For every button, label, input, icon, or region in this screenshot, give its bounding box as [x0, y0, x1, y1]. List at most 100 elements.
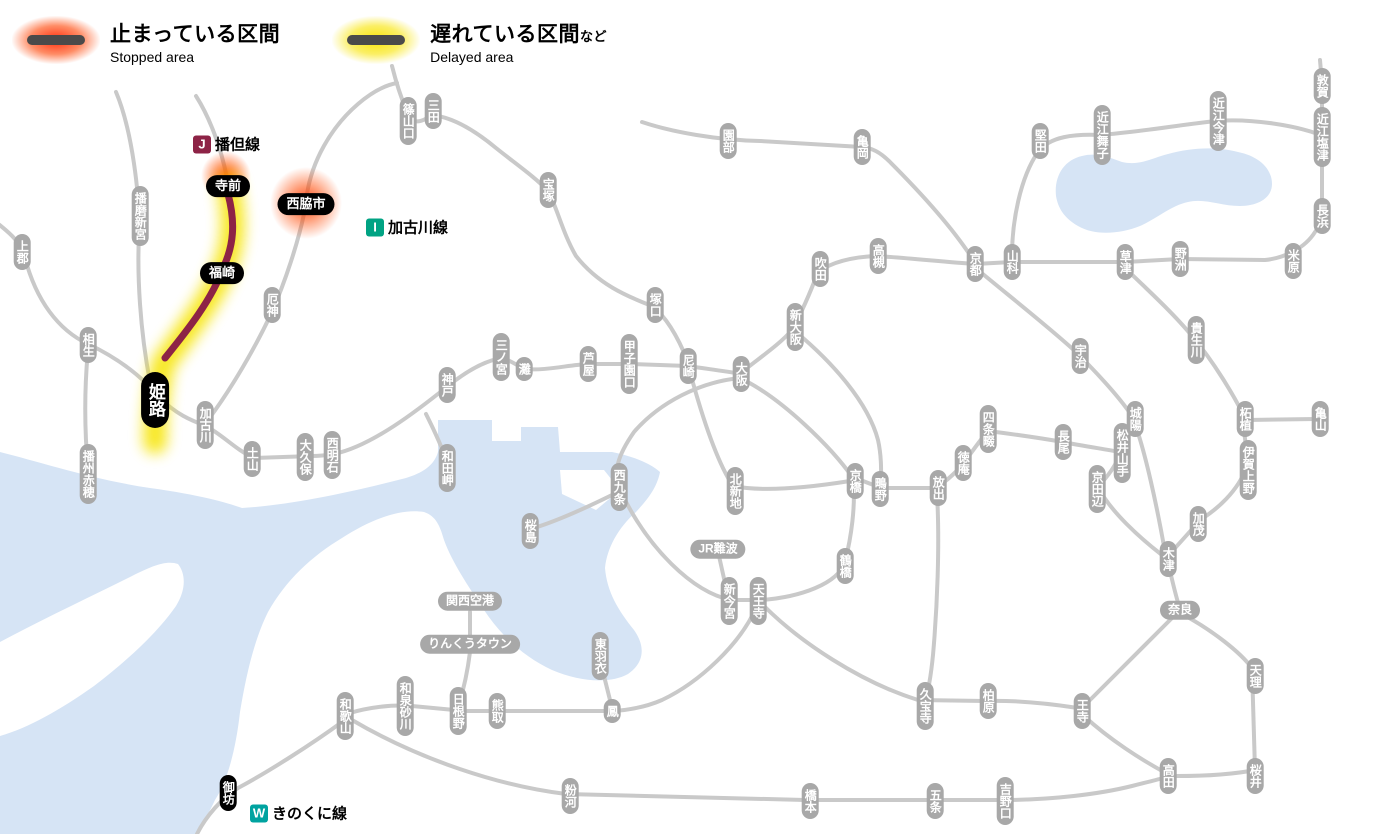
rail-tozai-line — [688, 370, 852, 491]
station-pill: 天王寺 — [749, 577, 767, 625]
rail-sagano-line — [640, 120, 974, 260]
station-pill-highlighted: 姫路 — [141, 372, 169, 428]
legend-stopped: 止まっている区間 Stopped area — [12, 16, 280, 65]
station-pill: 園部 — [719, 123, 737, 159]
station-pill: 近江舞子 — [1093, 105, 1111, 165]
station-pill: 和田岬 — [438, 444, 456, 492]
station-pill: 宇治 — [1071, 338, 1089, 374]
station-pill: 京橋 — [846, 463, 864, 499]
station-pill: 播州赤穂 — [79, 444, 97, 504]
line-name: きのくに線 — [272, 805, 348, 823]
station-pill: 吉野口 — [996, 777, 1014, 825]
station-pill: 相生 — [79, 327, 97, 363]
station-pill: 播磨新宮 — [131, 186, 149, 246]
station-pill: 粉河 — [561, 778, 579, 814]
station-pill: 五条 — [926, 783, 944, 819]
station-pill: 西九条 — [610, 463, 628, 511]
station-pill: 三田 — [424, 93, 442, 129]
station-pill-highlighted: 寺前 — [205, 175, 251, 197]
legend-stopped-en: Stopped area — [110, 49, 195, 65]
station-pill: 王寺 — [1073, 693, 1091, 729]
station-pill: 和泉砂川 — [396, 676, 414, 736]
line-name: 播但線 — [215, 136, 261, 154]
legend: 止まっている区間 Stopped area 遅れている区間など Delayed … — [12, 16, 607, 65]
station-pill: 加茂 — [1189, 506, 1207, 542]
station-pill: 鶴橋 — [836, 548, 854, 584]
station-pill: 新今宮 — [720, 577, 738, 625]
station-pill: 柏原 — [979, 683, 997, 719]
rail-kinokuni-line — [195, 720, 344, 834]
rail-wakayama-line — [350, 718, 1169, 802]
station-pill: 北新地 — [726, 467, 744, 515]
legend-delayed-en: Delayed area — [430, 49, 514, 65]
station-pill: りんくうタウン — [420, 634, 520, 654]
station-pill: 加古川 — [196, 401, 214, 449]
stopped-area-swatch — [12, 16, 100, 64]
station-pill: 東羽衣 — [591, 632, 609, 680]
station-pill: 吹田 — [811, 251, 829, 287]
line-symbol-icon: J — [193, 135, 211, 153]
station-pill: 奈良 — [1159, 600, 1201, 620]
station-pill: 高槻 — [869, 238, 887, 274]
station-pill: 城陽 — [1126, 401, 1144, 437]
station-pill: 塚口 — [646, 287, 664, 323]
station-pill: 土山 — [243, 441, 261, 477]
station-pill: 山科 — [1003, 244, 1021, 280]
station-pill: 木津 — [1159, 541, 1177, 577]
line-name: 加古川線 — [388, 219, 449, 237]
station-pill: 大阪 — [732, 356, 750, 392]
station-pill: 草津 — [1116, 244, 1134, 280]
station-pill: 柘植 — [1236, 401, 1254, 437]
station-pill: 鴫野 — [871, 471, 889, 507]
delayed-line-sample — [347, 35, 406, 45]
rail-yumesaki-line — [532, 490, 620, 530]
station-pill: 堅田 — [1031, 123, 1049, 159]
station-pill: 野洲 — [1171, 241, 1189, 277]
station-pill: 三ノ宮 — [492, 333, 510, 381]
station-pill: 和歌山 — [336, 692, 354, 740]
station-pill: 西明石 — [323, 431, 341, 479]
stopped-line-sample — [27, 35, 85, 45]
station-pill: 日根野 — [449, 687, 467, 735]
legend-delayed-suffix: など — [579, 29, 607, 44]
station-pill: 橋本 — [801, 783, 819, 819]
rail-kusatsu-line — [1123, 266, 1245, 416]
station-pill: 熊取 — [488, 693, 506, 729]
station-pill: 天理 — [1246, 658, 1264, 694]
station-pill-highlighted: 西脇市 — [277, 193, 335, 215]
rail-kyoto-biwako-line — [740, 58, 1324, 374]
station-pill: 米原 — [1284, 243, 1302, 279]
station-pill-highlighted: 御坊 — [219, 775, 237, 811]
station-pill: 京田辺 — [1088, 465, 1106, 513]
legend-delayed-ja: 遅れている区間など — [430, 23, 607, 46]
station-pill: 松井山手 — [1113, 423, 1131, 483]
station-pill: 新大阪 — [786, 303, 804, 351]
station-pill: 伊賀上野 — [1239, 440, 1257, 500]
station-pill: 上郡 — [13, 234, 31, 270]
station-pill: 近江今津 — [1209, 91, 1227, 151]
station-pill: 貴生川 — [1187, 316, 1205, 364]
water-areas — [0, 148, 1272, 834]
station-pill: 芦屋 — [579, 346, 597, 382]
station-pill: 敦賀 — [1313, 68, 1331, 104]
rail-sakurai-line — [1175, 612, 1257, 778]
station-pill: 桜井 — [1246, 758, 1264, 794]
station-pill: 灘 — [515, 357, 533, 381]
station-pill: 鳳 — [603, 699, 621, 723]
station-pill: 四条畷 — [979, 405, 997, 453]
water-lake-biwa — [1055, 148, 1272, 233]
station-pill: 関西空港 — [437, 591, 503, 611]
station-pill: 近江塩津 — [1313, 107, 1331, 167]
station-pill: 甲子園口 — [620, 334, 638, 394]
land-awaji-island — [0, 562, 184, 736]
station-pill: 篠山口 — [399, 97, 417, 145]
rail-yamatoji-line — [717, 554, 1178, 774]
delayed-area-swatch — [332, 16, 421, 64]
station-pill: 厄神 — [263, 287, 281, 323]
rail-osaka-higashi-line — [794, 330, 941, 702]
station-pill: 亀山 — [1311, 401, 1329, 437]
station-pill: 神戸 — [438, 367, 456, 403]
